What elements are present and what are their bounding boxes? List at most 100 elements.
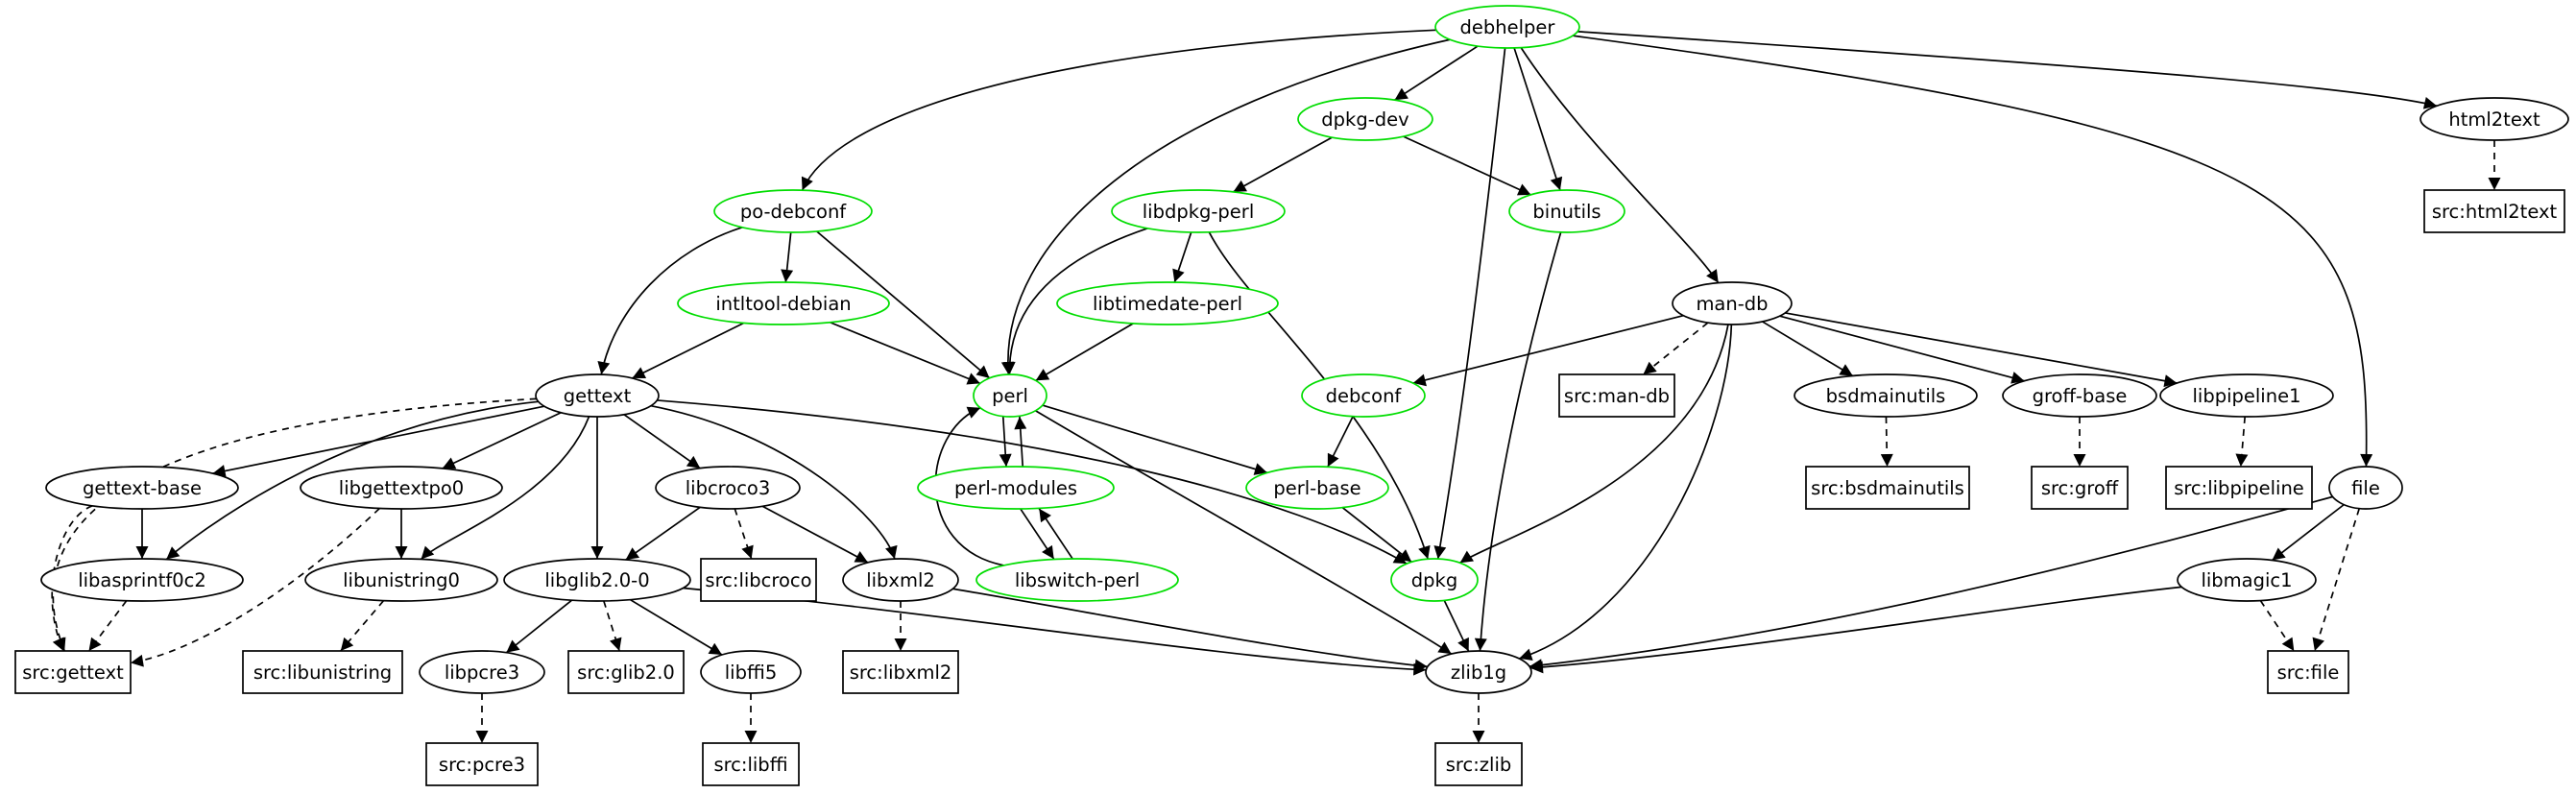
edge-perl-to-perl-base [1042,404,1268,475]
node-box [1434,742,1523,786]
node-libxml2[interactable]: libxml2 [842,558,959,602]
node-label: src:bsdmainutils [1811,477,1964,499]
node-box [1805,466,1970,510]
node-ellipse [40,558,244,602]
edge-po-debconf-to-perl [816,230,991,379]
node-label: perl-base [1273,477,1360,499]
node-label: gettext [564,385,632,407]
node-ellipse [2328,466,2403,510]
edge-libdpkg-perl-to-perl [1002,228,1148,375]
edge-debhelper-to-man-db [1520,47,1720,284]
edge-file-to-libmagic1 [2271,503,2345,562]
node-label: libtimedate-perl [1093,293,1242,315]
node-label: binutils [1532,201,1601,223]
node-perl-base[interactable]: perl-base [1245,466,1389,510]
node-zlib1g[interactable]: zlib1g [1425,650,1532,694]
node-libglib2.0-0[interactable]: libglib2.0-0 [503,558,691,602]
node-debconf[interactable]: debconf [1301,373,1426,418]
node-src-html2text[interactable]: src:html2text [2423,189,2565,233]
edge-perl-to-perl-modules [999,416,1012,468]
node-libtimedate-perl[interactable]: libtimedate-perl [1056,281,1279,325]
edge-gettext-to-libcroco3 [623,414,701,469]
edge-perl-base-to-dpkg [1341,506,1412,563]
node-label: libpcre3 [445,662,519,684]
edge-gettext-to-src-gettext [52,397,537,652]
node-groff-base[interactable]: groff-base [2002,373,2157,418]
node-src-libcroco[interactable]: src:libcroco [700,558,817,602]
node-dpkg[interactable]: dpkg [1390,558,1479,602]
node-gettext-base[interactable]: gettext-base [45,466,239,510]
edge-gettext-base-to-src-gettext [51,505,93,652]
node-libffi5[interactable]: libffi5 [700,650,802,694]
edge-man-db-to-zlib1g [1518,324,1733,661]
node-libdpkg-perl[interactable]: libdpkg-perl [1111,189,1286,233]
node-src-gettext[interactable]: src:gettext [14,650,132,694]
node-dpkg-dev[interactable]: dpkg-dev [1297,97,1433,141]
node-src-libunistring[interactable]: src:libunistring [242,650,403,694]
node-libswitch-perl[interactable]: libswitch-perl [975,558,1179,602]
node-html2text[interactable]: html2text [2420,97,2569,141]
edge-dpkg-to-zlib1g [1443,600,1470,652]
node-ellipse [1425,650,1532,694]
edge-man-db-to-src-man-db [1642,322,1709,375]
node-libmagic1[interactable]: libmagic1 [2177,558,2317,602]
edge-po-debconf-to-gettext [597,226,743,375]
node-src-zlib[interactable]: src:zlib [1434,742,1523,786]
node-src-libffi[interactable]: src:libffi [702,742,800,786]
node-label: libgettextpo0 [339,477,464,499]
edge-dpkg-dev-to-libdpkg-perl [1233,136,1333,193]
node-ellipse [842,558,959,602]
node-gettext[interactable]: gettext [535,373,660,418]
node-label: libxml2 [866,569,935,591]
node-label: dpkg [1411,569,1457,591]
edge-dpkg-dev-to-binutils [1403,135,1531,196]
node-label: src:html2text [2432,201,2558,223]
edge-man-db-to-groff-base [1779,315,2025,384]
edge-layer [51,29,2501,743]
node-src-bsdmainutils[interactable]: src:bsdmainutils [1805,466,1970,510]
node-man-db[interactable]: man-db [1672,281,1793,325]
node-ellipse [1297,97,1433,141]
edge-libmagic1-to-src-file [2259,600,2296,652]
node-binutils[interactable]: binutils [1508,189,1625,233]
node-src-libxml2[interactable]: src:libxml2 [842,650,959,694]
node-label: libunistring0 [343,569,460,591]
node-ellipse [2420,97,2569,141]
edge-gettext-to-libgettextpo0 [442,411,562,469]
node-ellipse [975,558,1179,602]
edge-debhelper-to-file [1573,35,2373,468]
node-debhelper[interactable]: debhelper [1434,5,1580,49]
node-perl[interactable]: perl [973,373,1047,418]
node-libpcre3[interactable]: libpcre3 [419,650,545,694]
node-src-man-db[interactable]: src:man-db [1558,373,1675,418]
node-libasprintf0c2[interactable]: libasprintf0c2 [40,558,244,602]
node-src-glib2.0[interactable]: src:glib2.0 [567,650,685,694]
node-libcroco3[interactable]: libcroco3 [655,466,801,510]
node-po-debconf[interactable]: po-debconf [713,189,873,233]
node-ellipse [45,466,239,510]
node-box [702,742,800,786]
node-bsdmainutils[interactable]: bsdmainutils [1794,373,1978,418]
edge-debhelper-to-dpkg-dev [1394,45,1479,101]
node-intltool-debian[interactable]: intltool-debian [677,281,890,325]
node-src-pcre[interactable]: src:pcre3 [425,742,539,786]
node-label: src:libffi [713,754,787,776]
node-src-file[interactable]: src:file [2267,650,2349,694]
node-perl-modules[interactable]: perl-modules [917,466,1115,510]
node-libgettextpo0[interactable]: libgettextpo0 [300,466,503,510]
node-box [2423,189,2565,233]
node-label: src:zlib [1446,754,1512,776]
node-label: libglib2.0-0 [544,569,649,591]
node-src-libpipeline[interactable]: src:libpipeline [2165,466,2313,510]
node-ellipse [677,281,890,325]
node-file[interactable]: file [2328,466,2403,510]
node-libpipeline1[interactable]: libpipeline1 [2159,373,2334,418]
node-ellipse [1245,466,1389,510]
node-ellipse [1056,281,1279,325]
edge-gettext-to-dpkg [657,399,1408,565]
node-src-groff[interactable]: src:groff [2031,466,2129,510]
node-libunistring0[interactable]: libunistring0 [304,558,498,602]
node-ellipse [1390,558,1479,602]
edge-debhelper-to-binutils [1513,47,1563,191]
